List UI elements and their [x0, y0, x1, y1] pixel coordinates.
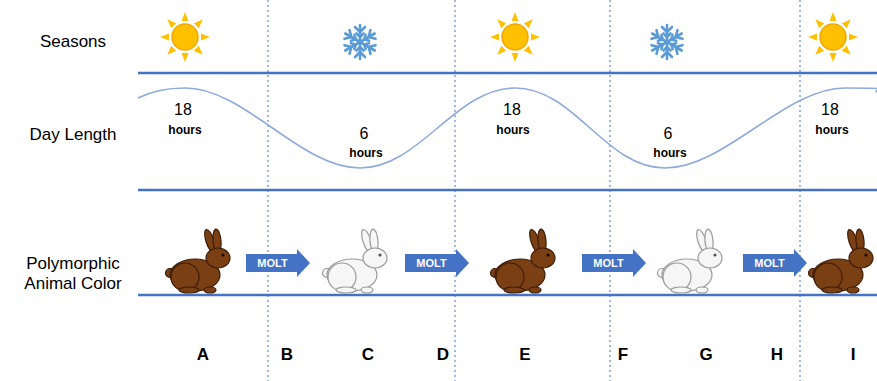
arrow-shape: [405, 249, 469, 277]
column-letter: A: [197, 345, 209, 365]
day-length-unit: hours: [168, 123, 201, 137]
molt-label: MOLT: [593, 258, 623, 269]
sun-icon: [160, 12, 210, 62]
column-letter: E: [519, 345, 530, 365]
day-length-unit: hours: [653, 146, 686, 160]
arrow-shape: [582, 249, 646, 277]
sun-icon: [808, 12, 858, 62]
row-line: [138, 189, 877, 192]
molt-arrow: MOLT: [246, 249, 310, 277]
column-letter: F: [618, 345, 628, 365]
day-length-value: 18: [503, 100, 521, 119]
day-length-value: 6: [360, 124, 369, 143]
brown-rabbit: [166, 228, 231, 293]
arrow-shape: [246, 249, 310, 277]
column-letter: G: [699, 345, 712, 365]
column-letter: D: [437, 345, 449, 365]
molt-arrow: MOLT: [582, 249, 646, 277]
column-letter: C: [362, 345, 374, 365]
day-length-curve: [138, 88, 877, 168]
white-rabbit: [658, 228, 723, 293]
molt-label: MOLT: [257, 258, 287, 269]
column-letter: H: [771, 345, 783, 365]
row-label: Seasons: [40, 32, 106, 52]
row-line: [138, 72, 877, 75]
brown-rabbit: [809, 228, 874, 293]
molt-arrow: MOLT: [743, 249, 807, 277]
white-rabbit: [323, 228, 388, 293]
column-letter: I: [851, 345, 856, 365]
sun-icon: [490, 12, 540, 62]
row-line: [138, 73, 877, 295]
snowflake-icon: [343, 25, 377, 59]
row-line: [138, 294, 877, 297]
row-label: Day Length: [30, 125, 117, 145]
molt-label: MOLT: [416, 258, 446, 269]
day-length-unit: hours: [349, 146, 382, 160]
molt-label: MOLT: [754, 258, 784, 269]
row-label: Polymorphic Animal Color: [11, 254, 136, 295]
arrow-shape: [743, 249, 807, 277]
day-length-unit: hours: [815, 123, 848, 137]
column-letter: B: [281, 345, 293, 365]
day-length-unit: hours: [496, 123, 529, 137]
molt-arrow: MOLT: [405, 249, 469, 277]
brown-rabbit: [491, 228, 556, 293]
day-length-value: 6: [664, 124, 673, 143]
day-length-value: 18: [821, 100, 839, 119]
snowflake-icon: [650, 25, 684, 59]
day-length-value: 18: [174, 100, 192, 119]
